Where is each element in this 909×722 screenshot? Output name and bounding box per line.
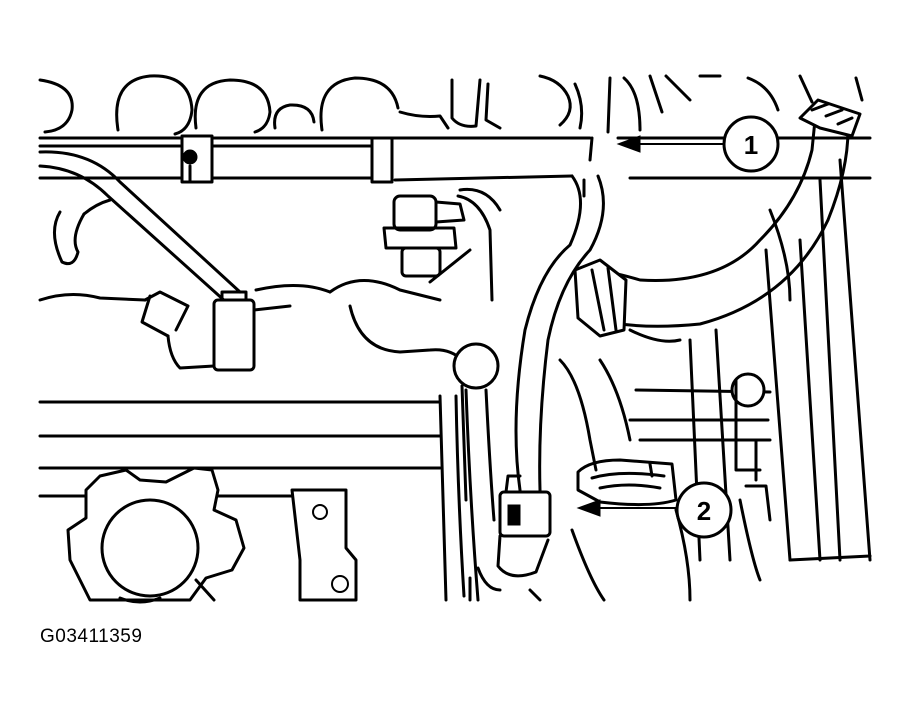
callout-2: 2 (576, 481, 733, 539)
pressure-damper (348, 187, 502, 362)
callout-1: 1 (616, 115, 780, 173)
fuel-pipe-clip (576, 458, 678, 507)
lower-components (38, 342, 762, 604)
background-components (38, 74, 864, 136)
right-pipes (628, 158, 872, 562)
callout-2-label: 2 (697, 496, 711, 526)
fuel-feed-pipe (476, 174, 605, 592)
fuel-hose (573, 98, 862, 338)
callout-1-label: 1 (744, 130, 758, 160)
fuel-pipe-left (38, 150, 442, 372)
fuel-rail (38, 134, 872, 184)
figure-id-label: G03411359 (40, 626, 143, 647)
